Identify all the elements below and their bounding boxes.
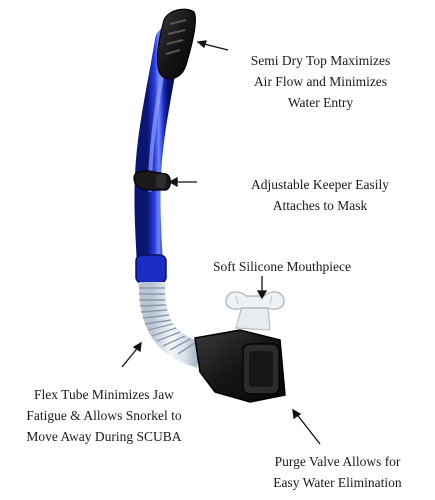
callout-purge-valve-line-1: Purge Valve Allows for [274,454,401,469]
callout-mouthpiece-line-1: Soft Silicone Mouthpiece [213,259,351,274]
mouthpiece-neck [235,305,271,331]
callout-purge-valve-line-2: Easy Water Elimination [273,475,402,490]
dry-top-vents [165,19,187,55]
callout-keeper-line-2: Attaches to Mask [272,198,368,213]
callout-keeper: Adjustable Keeper Easily Attaches to Mas… [205,174,435,216]
dry-top [156,8,196,80]
callout-purge-valve: Purge Valve Allows for Easy Water Elimin… [240,451,435,493]
callout-dry-top: Semi Dry Top Maximizes Air Flow and Mini… [218,50,423,113]
flex-tube-ribs [139,287,197,355]
callout-mouthpiece: Soft Silicone Mouthpiece [182,256,382,277]
mouthpiece-flange [225,291,285,310]
callout-flex-tube: Flex Tube Minimizes Jaw Fatigue & Allows… [0,384,208,447]
blue-cuff [135,254,167,284]
callout-flex-tube-line-3: Move Away During SCUBA [26,429,182,444]
callout-dry-top-line-2: Air Flow and Minimizes [253,74,388,89]
callout-dry-top-line-3: Water Entry [287,95,354,110]
callout-dry-top-line-1: Semi Dry Top Maximizes [250,53,391,68]
arrow-purge-valve [294,411,321,445]
callout-keeper-line-1: Adjustable Keeper Easily [251,177,389,192]
callout-flex-tube-line-2: Fatigue & Allows Snorkel to [26,408,182,423]
callout-arrows [121,40,321,445]
callout-flex-tube-line-1: Flex Tube Minimizes Jaw [34,387,174,402]
